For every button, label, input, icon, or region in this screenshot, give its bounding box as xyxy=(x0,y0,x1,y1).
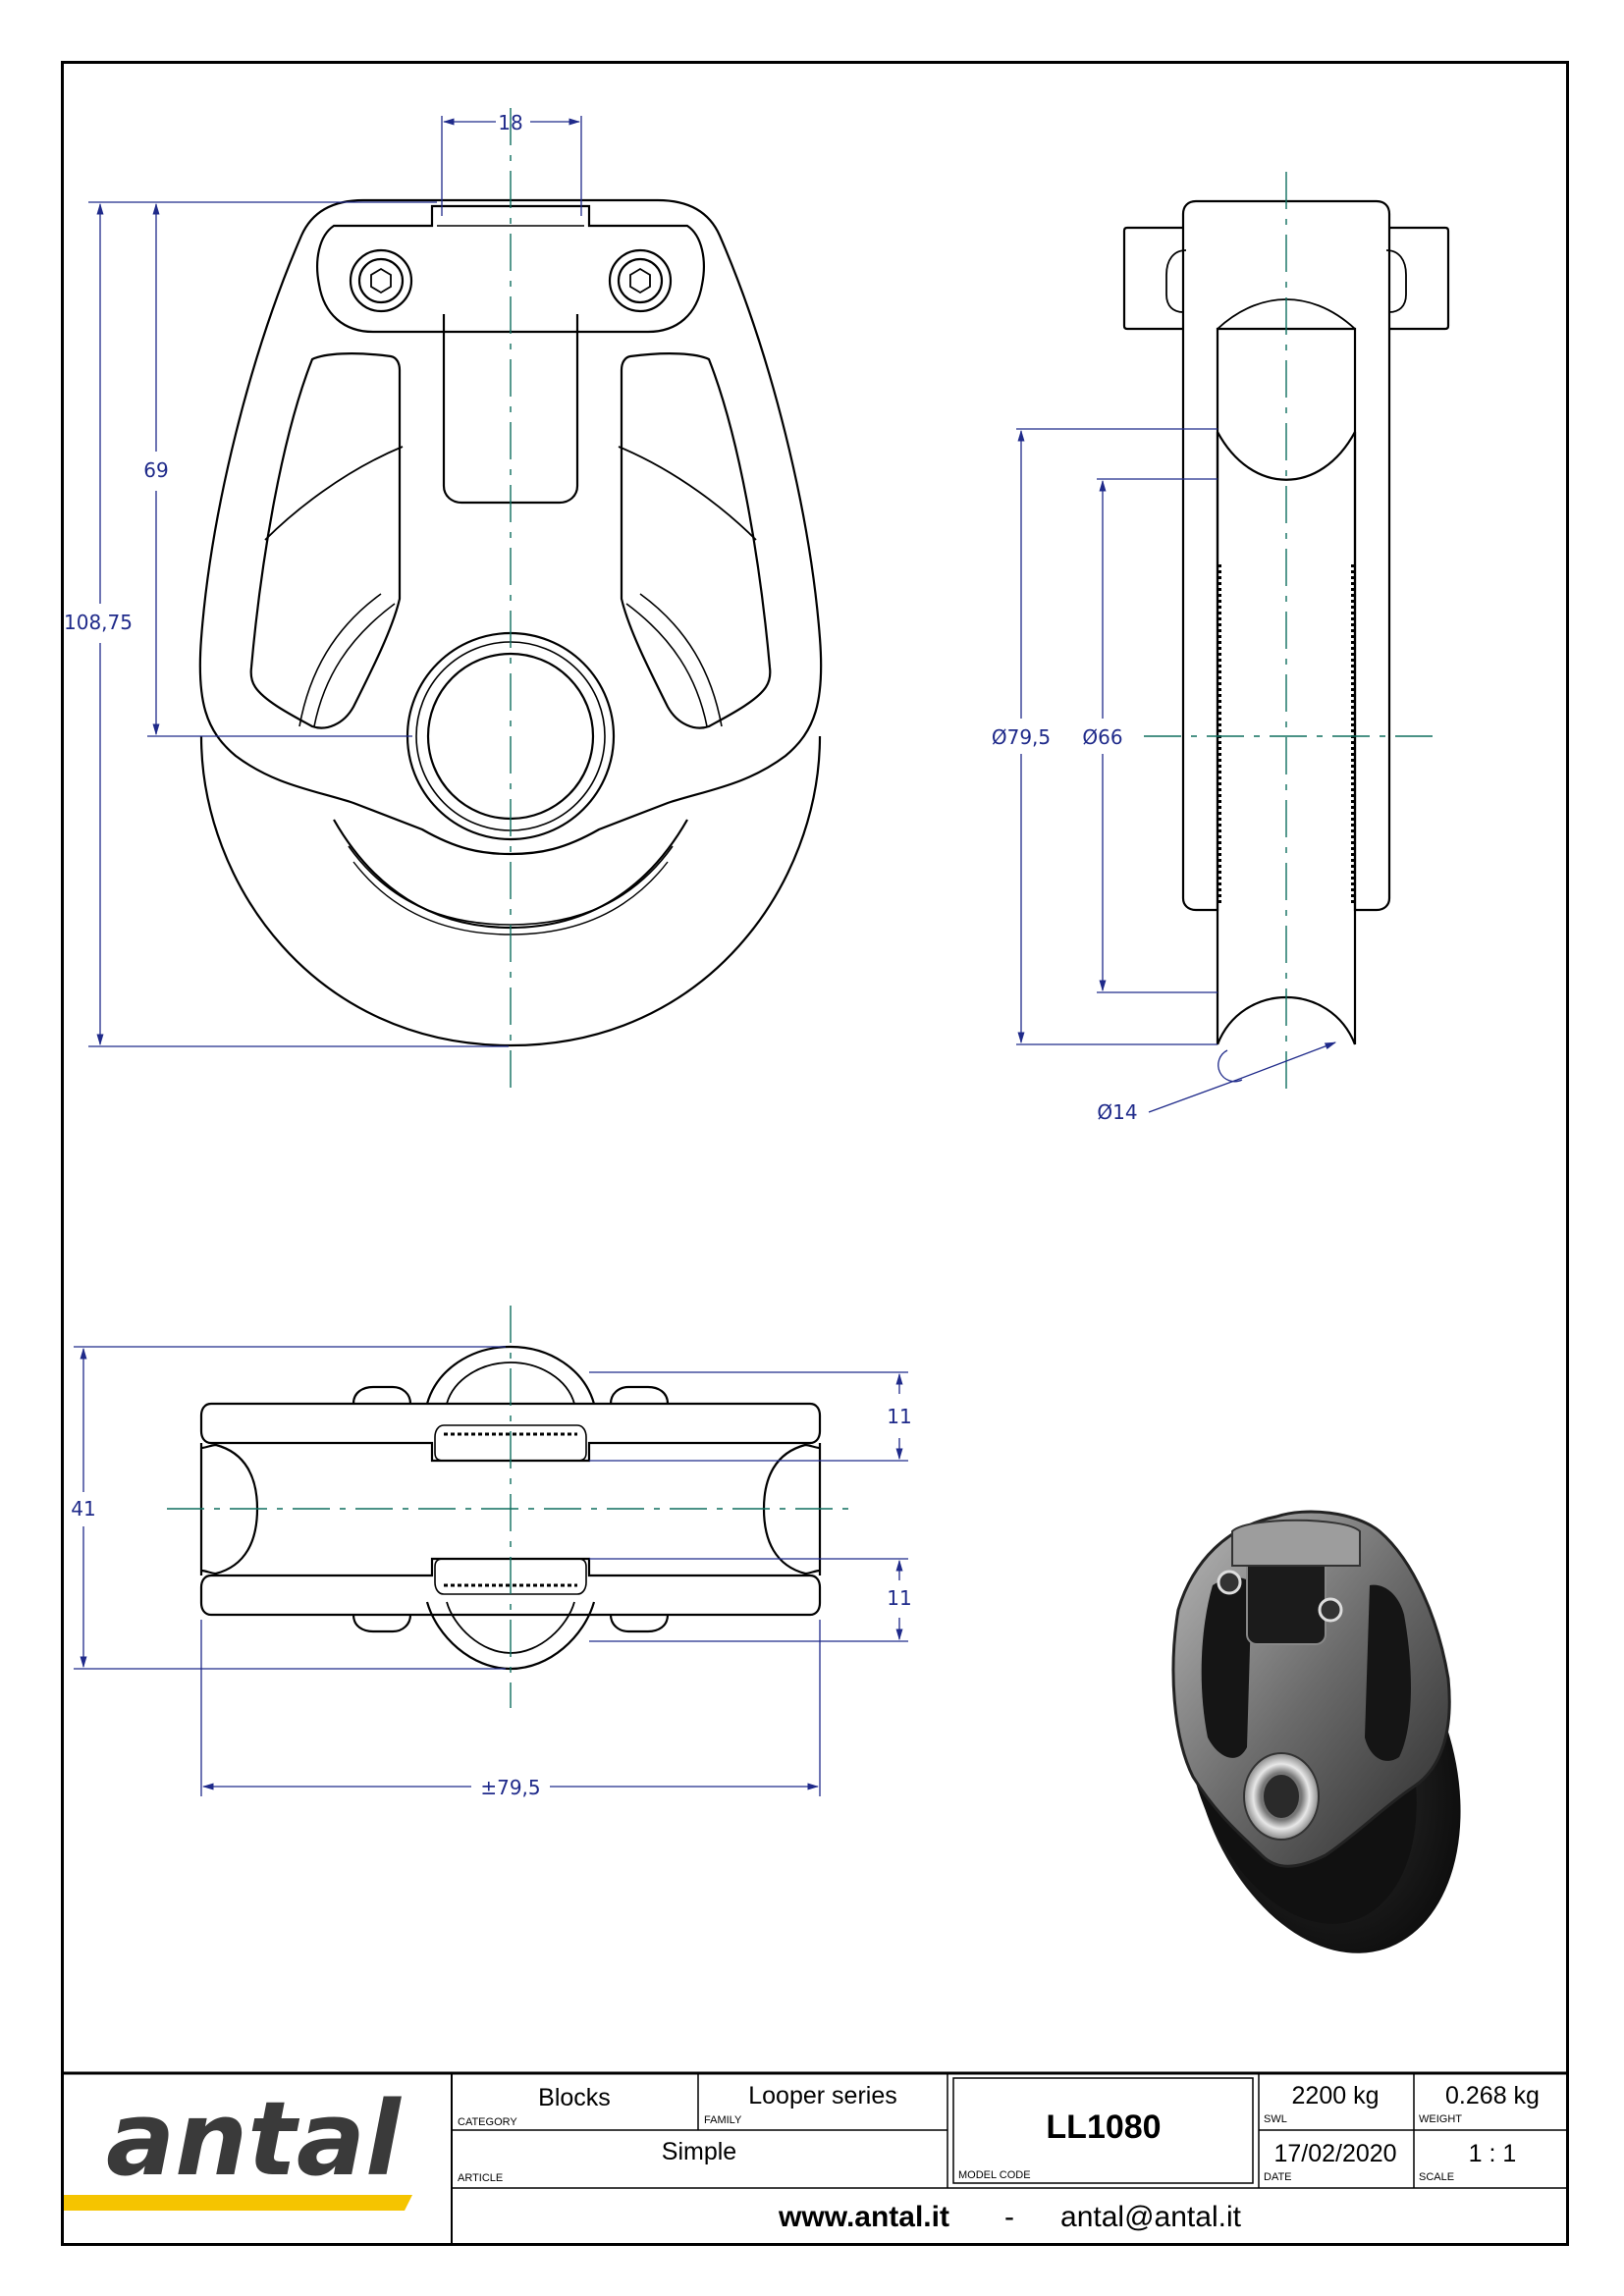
email-link[interactable]: antal@antal.it xyxy=(1060,2201,1242,2233)
dim-side-inner-diameter: Ø66 xyxy=(1082,725,1122,749)
drawing-frame xyxy=(61,61,1569,2246)
dim-front-height-axis: 69 xyxy=(143,458,168,482)
side-dimensions xyxy=(1016,428,1337,1113)
weight-label: WEIGHT xyxy=(1419,2113,1462,2125)
model-code-label: MODEL CODE xyxy=(958,2169,1031,2181)
dim-front-width: 18 xyxy=(498,111,522,134)
side-body-outline xyxy=(1181,199,1391,912)
product-render xyxy=(1171,1510,1461,1953)
top-dimensions xyxy=(74,1346,908,1796)
date-label: DATE xyxy=(1264,2171,1292,2183)
family-label: FAMILY xyxy=(704,2114,742,2126)
weight-value: 0.268 kg xyxy=(1445,2082,1540,2109)
front-right-slot xyxy=(620,352,772,729)
antal-logo: antal xyxy=(64,2079,412,2211)
article-label: ARTICLE xyxy=(458,2172,503,2184)
dim-top-height: 41 xyxy=(71,1497,95,1521)
scale-value: 1 : 1 xyxy=(1469,2140,1517,2167)
family-value: Looper series xyxy=(748,2082,896,2109)
title-block xyxy=(61,2071,1569,2246)
logo-text: antal xyxy=(106,2079,402,2199)
front-dimensions xyxy=(88,116,582,1047)
swl-label: SWL xyxy=(1264,2113,1287,2125)
website-link[interactable]: www.antal.it xyxy=(778,2201,949,2233)
front-shackle-plate xyxy=(316,204,705,334)
category-label: CATEGORY xyxy=(458,2116,517,2128)
category-value: Blocks xyxy=(538,2084,611,2111)
date-value: 17/02/2020 xyxy=(1273,2140,1396,2167)
article-value: Simple xyxy=(662,2138,736,2165)
dim-top-lower-gap: 11 xyxy=(887,1586,911,1610)
dim-top-width: ±79,5 xyxy=(480,1776,540,1799)
front-view xyxy=(198,198,823,1047)
front-sheave-outline xyxy=(199,735,822,1047)
dim-side-outer-diameter: Ø79,5 xyxy=(992,725,1051,749)
dim-top-upper-gap: 11 xyxy=(887,1405,911,1428)
side-centerlines xyxy=(1144,172,1434,1095)
dim-front-height-total: 108,75 xyxy=(64,611,133,634)
top-centerlines xyxy=(167,1306,854,1708)
scale-label: SCALE xyxy=(1419,2171,1454,2183)
model-code-value: LL1080 xyxy=(1046,2109,1161,2146)
footer-separator: - xyxy=(1004,2201,1014,2233)
front-left-slot xyxy=(249,352,402,729)
dim-side-rope-diameter: Ø14 xyxy=(1097,1100,1137,1124)
swl-value: 2200 kg xyxy=(1292,2082,1380,2109)
front-cheek-outline xyxy=(198,198,823,856)
